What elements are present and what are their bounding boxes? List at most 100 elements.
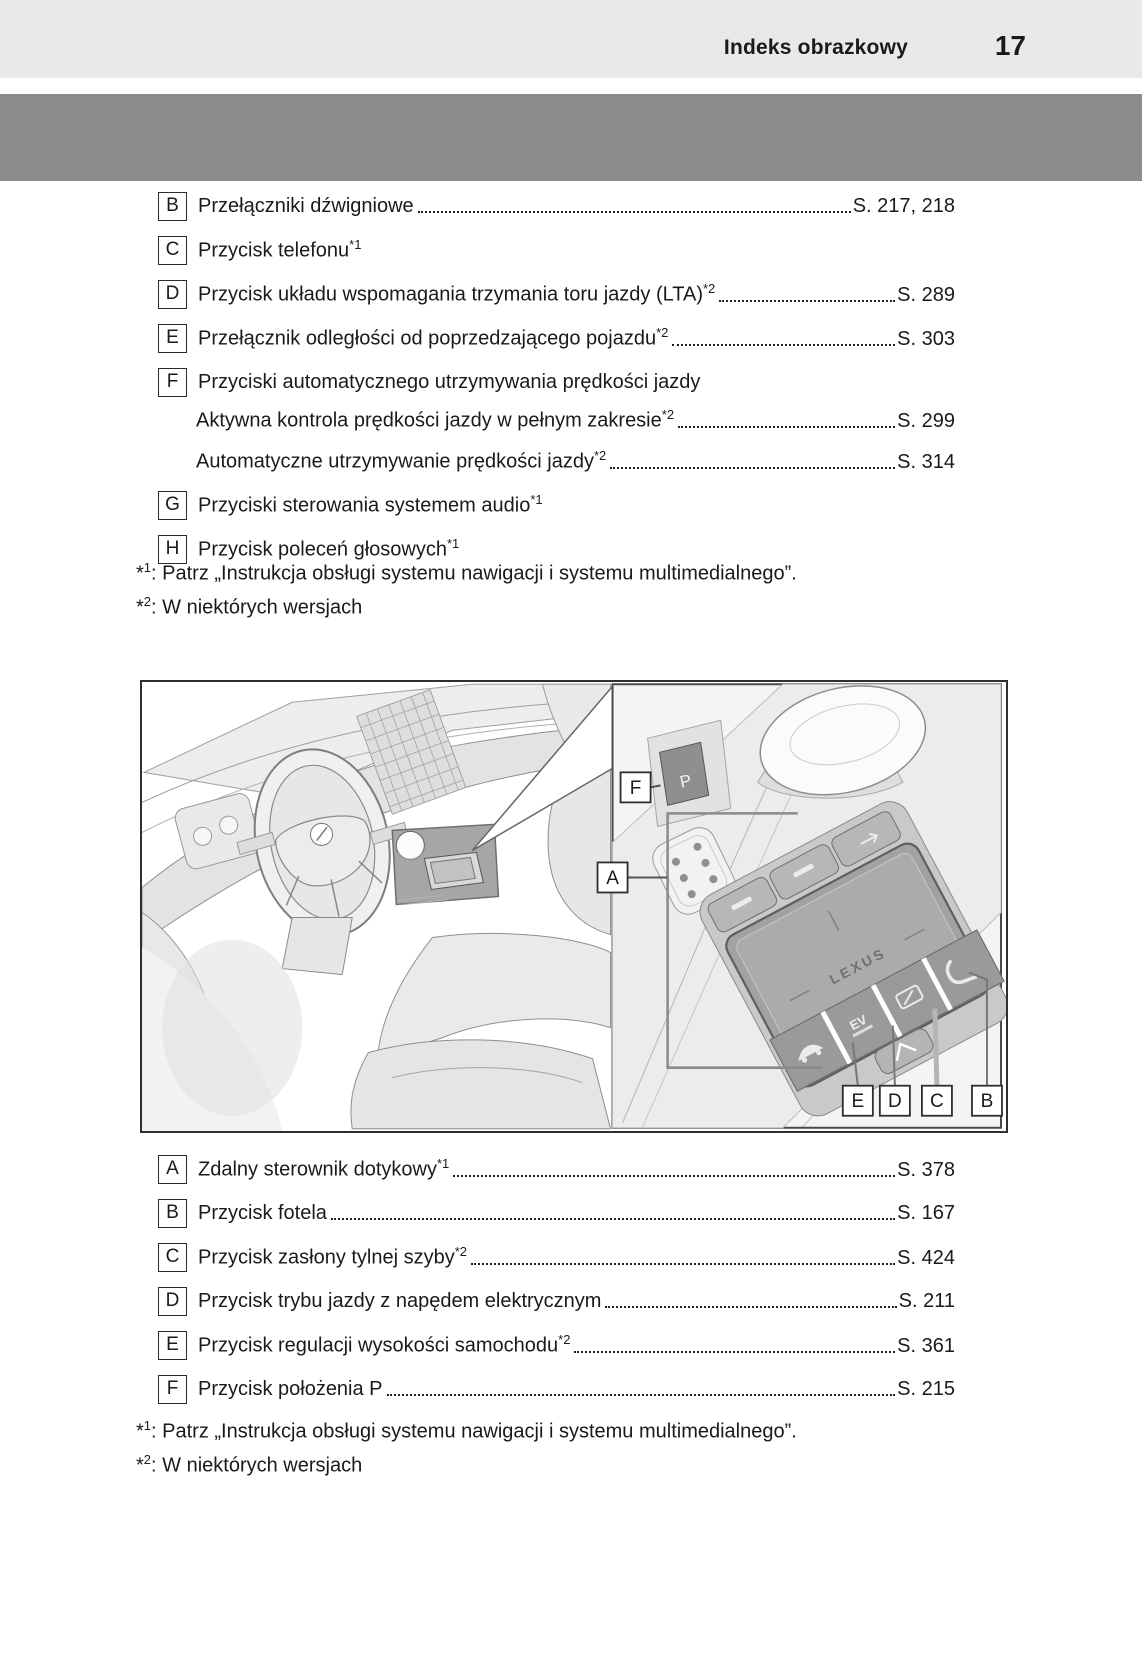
item-label: Przełączniki dźwigniowe xyxy=(198,194,414,217)
inset-panel: P xyxy=(596,683,1006,1129)
item-label: Aktywna kontrola prędkości jazdy w pełny… xyxy=(196,407,675,432)
label-box-d: D xyxy=(878,1084,911,1117)
dot-leader xyxy=(605,1305,897,1308)
callout-letter-box: H xyxy=(158,534,187,564)
footnote-marker: *1 xyxy=(447,536,460,552)
item-label: Przycisk telefonu*1 xyxy=(198,237,362,262)
dot-leader xyxy=(574,1350,896,1353)
callout-letter-box: B xyxy=(158,1198,187,1228)
dot-leader xyxy=(386,1393,896,1396)
console-button-strip: EV xyxy=(769,929,1005,1092)
page-ref: S. 211 xyxy=(898,1289,955,1312)
callout-letter-box: C xyxy=(158,1242,187,1272)
list-item: B Przycisk fotela S. 167 xyxy=(158,1198,955,1228)
footnote-marker: *2 xyxy=(593,448,607,464)
dot-leader xyxy=(330,1217,896,1220)
footnote: *1: Patrz „Instrukcja obsługi systemu na… xyxy=(136,560,797,585)
page-ref: S. 167 xyxy=(897,1201,955,1224)
callout-letter-box: C xyxy=(158,235,187,265)
footnote-marker: *1 xyxy=(436,1156,450,1172)
svg-text:B: B xyxy=(981,1091,994,1112)
page-ref: S. 289 xyxy=(897,283,955,306)
p-button-glyph: P xyxy=(678,771,693,792)
connector-b xyxy=(968,971,988,1086)
list-item: H Przycisk poleceń głosowych*1 xyxy=(158,534,955,564)
p-position-button: P xyxy=(647,719,732,828)
dot-leader xyxy=(471,1262,896,1265)
callout-letter-box: A xyxy=(158,1154,187,1184)
connector-f xyxy=(650,784,661,789)
footnote-marker: *2 xyxy=(661,407,675,423)
footnote-marker: *2 xyxy=(454,1244,468,1260)
chevron-up-icon xyxy=(895,1042,917,1061)
list-item: E Przełącznik odległości od poprzedzając… xyxy=(158,323,955,353)
item-label: Przycisk regulacji wysokości samochodu*2 xyxy=(198,1332,571,1357)
item-label: Przycisk fotela xyxy=(198,1201,327,1224)
page-title: Indeks obrazkowy xyxy=(723,36,908,59)
svg-text:E: E xyxy=(851,1091,864,1112)
item-label: Automatyczne utrzymywanie prędkości jazd… xyxy=(196,448,607,473)
footnote: *2: W niektórych wersjach xyxy=(136,1452,363,1477)
list-item: D Przycisk trybu jazdy z napędem elektry… xyxy=(158,1286,955,1316)
center-armrest xyxy=(377,933,612,1052)
label-box-e: E xyxy=(841,1084,874,1117)
header-band xyxy=(0,0,1142,78)
footnotes: *1: Patrz „Instrukcja obsługi systemu na… xyxy=(136,1418,797,1486)
item-label: Przycisk położenia P xyxy=(198,1377,383,1400)
callout-letter-box: F xyxy=(158,367,187,397)
page-ref: S. 303 xyxy=(897,327,955,350)
callout-letter-box: D xyxy=(158,1286,187,1316)
callout-bracket xyxy=(666,812,823,1069)
label-box-c: C xyxy=(921,1084,953,1117)
vehicle-height-button-icon xyxy=(798,1044,824,1063)
page-number: 17 xyxy=(994,30,1026,61)
item-label: Przycisk zasłony tylnej szyby*2 xyxy=(198,1244,468,1269)
svg-text:C: C xyxy=(930,1091,944,1112)
connector-e xyxy=(851,1042,859,1086)
label-box-a: A xyxy=(596,861,629,894)
ev-mode-button-icon: EV xyxy=(847,1012,874,1038)
steering-column xyxy=(281,917,353,976)
list-item: G Przyciski sterowania systemem audio*1 xyxy=(158,490,955,520)
speaker-grille xyxy=(356,689,467,815)
interior-illustration: P xyxy=(140,680,1008,1133)
svg-text:F: F xyxy=(630,778,642,799)
list-subitem: Aktywna kontrola prędkości jazdy w pełny… xyxy=(196,406,955,434)
car-interior-sketch xyxy=(142,683,612,1131)
footnote-marker: *2 xyxy=(656,325,669,341)
footnote-marker: *2 xyxy=(703,281,716,297)
rear-sunshade-button-icon xyxy=(895,984,924,1010)
page-ref: S. 424 xyxy=(897,1246,955,1269)
svg-text:EV: EV xyxy=(847,1012,870,1034)
dot-leader xyxy=(672,343,896,346)
label-box-f: F xyxy=(619,771,652,804)
footnotes: *1: Patrz „Instrukcja obsługi systemu na… xyxy=(136,560,797,628)
item-label: Przycisk trybu jazdy z napędem elektrycz… xyxy=(198,1289,602,1312)
callout-letter-box: B xyxy=(158,191,187,221)
gear-knob xyxy=(757,685,927,799)
item-label: Przyciski sterowania systemem audio*1 xyxy=(198,492,543,517)
footnote: *1: Patrz „Instrukcja obsługi systemu na… xyxy=(136,1418,797,1443)
svg-text:A: A xyxy=(606,868,619,889)
callout-letter-box: F xyxy=(158,1374,187,1404)
list-item: E Przycisk regulacji wysokości samochodu… xyxy=(158,1330,955,1360)
dot-leader xyxy=(719,299,896,302)
left-stalk xyxy=(236,831,276,856)
label-box-b: B xyxy=(971,1084,1003,1117)
page-ref: S. 299 xyxy=(897,409,955,432)
callout-letter-box: D xyxy=(158,279,187,309)
page-ref: S. 361 xyxy=(897,1334,955,1357)
interior-illustration-svg: P xyxy=(142,683,1006,1131)
dot-leader xyxy=(453,1174,896,1177)
list-item: D Przycisk układu wspomagania trzymania … xyxy=(158,279,955,309)
item-label: Przyciski automatycznego utrzymywania pr… xyxy=(198,370,701,393)
steering-wheel xyxy=(253,748,391,937)
dot-leader xyxy=(417,210,851,213)
item-label: Przycisk poleceń głosowych*1 xyxy=(198,536,460,561)
callout-letter-box: E xyxy=(158,1330,187,1360)
